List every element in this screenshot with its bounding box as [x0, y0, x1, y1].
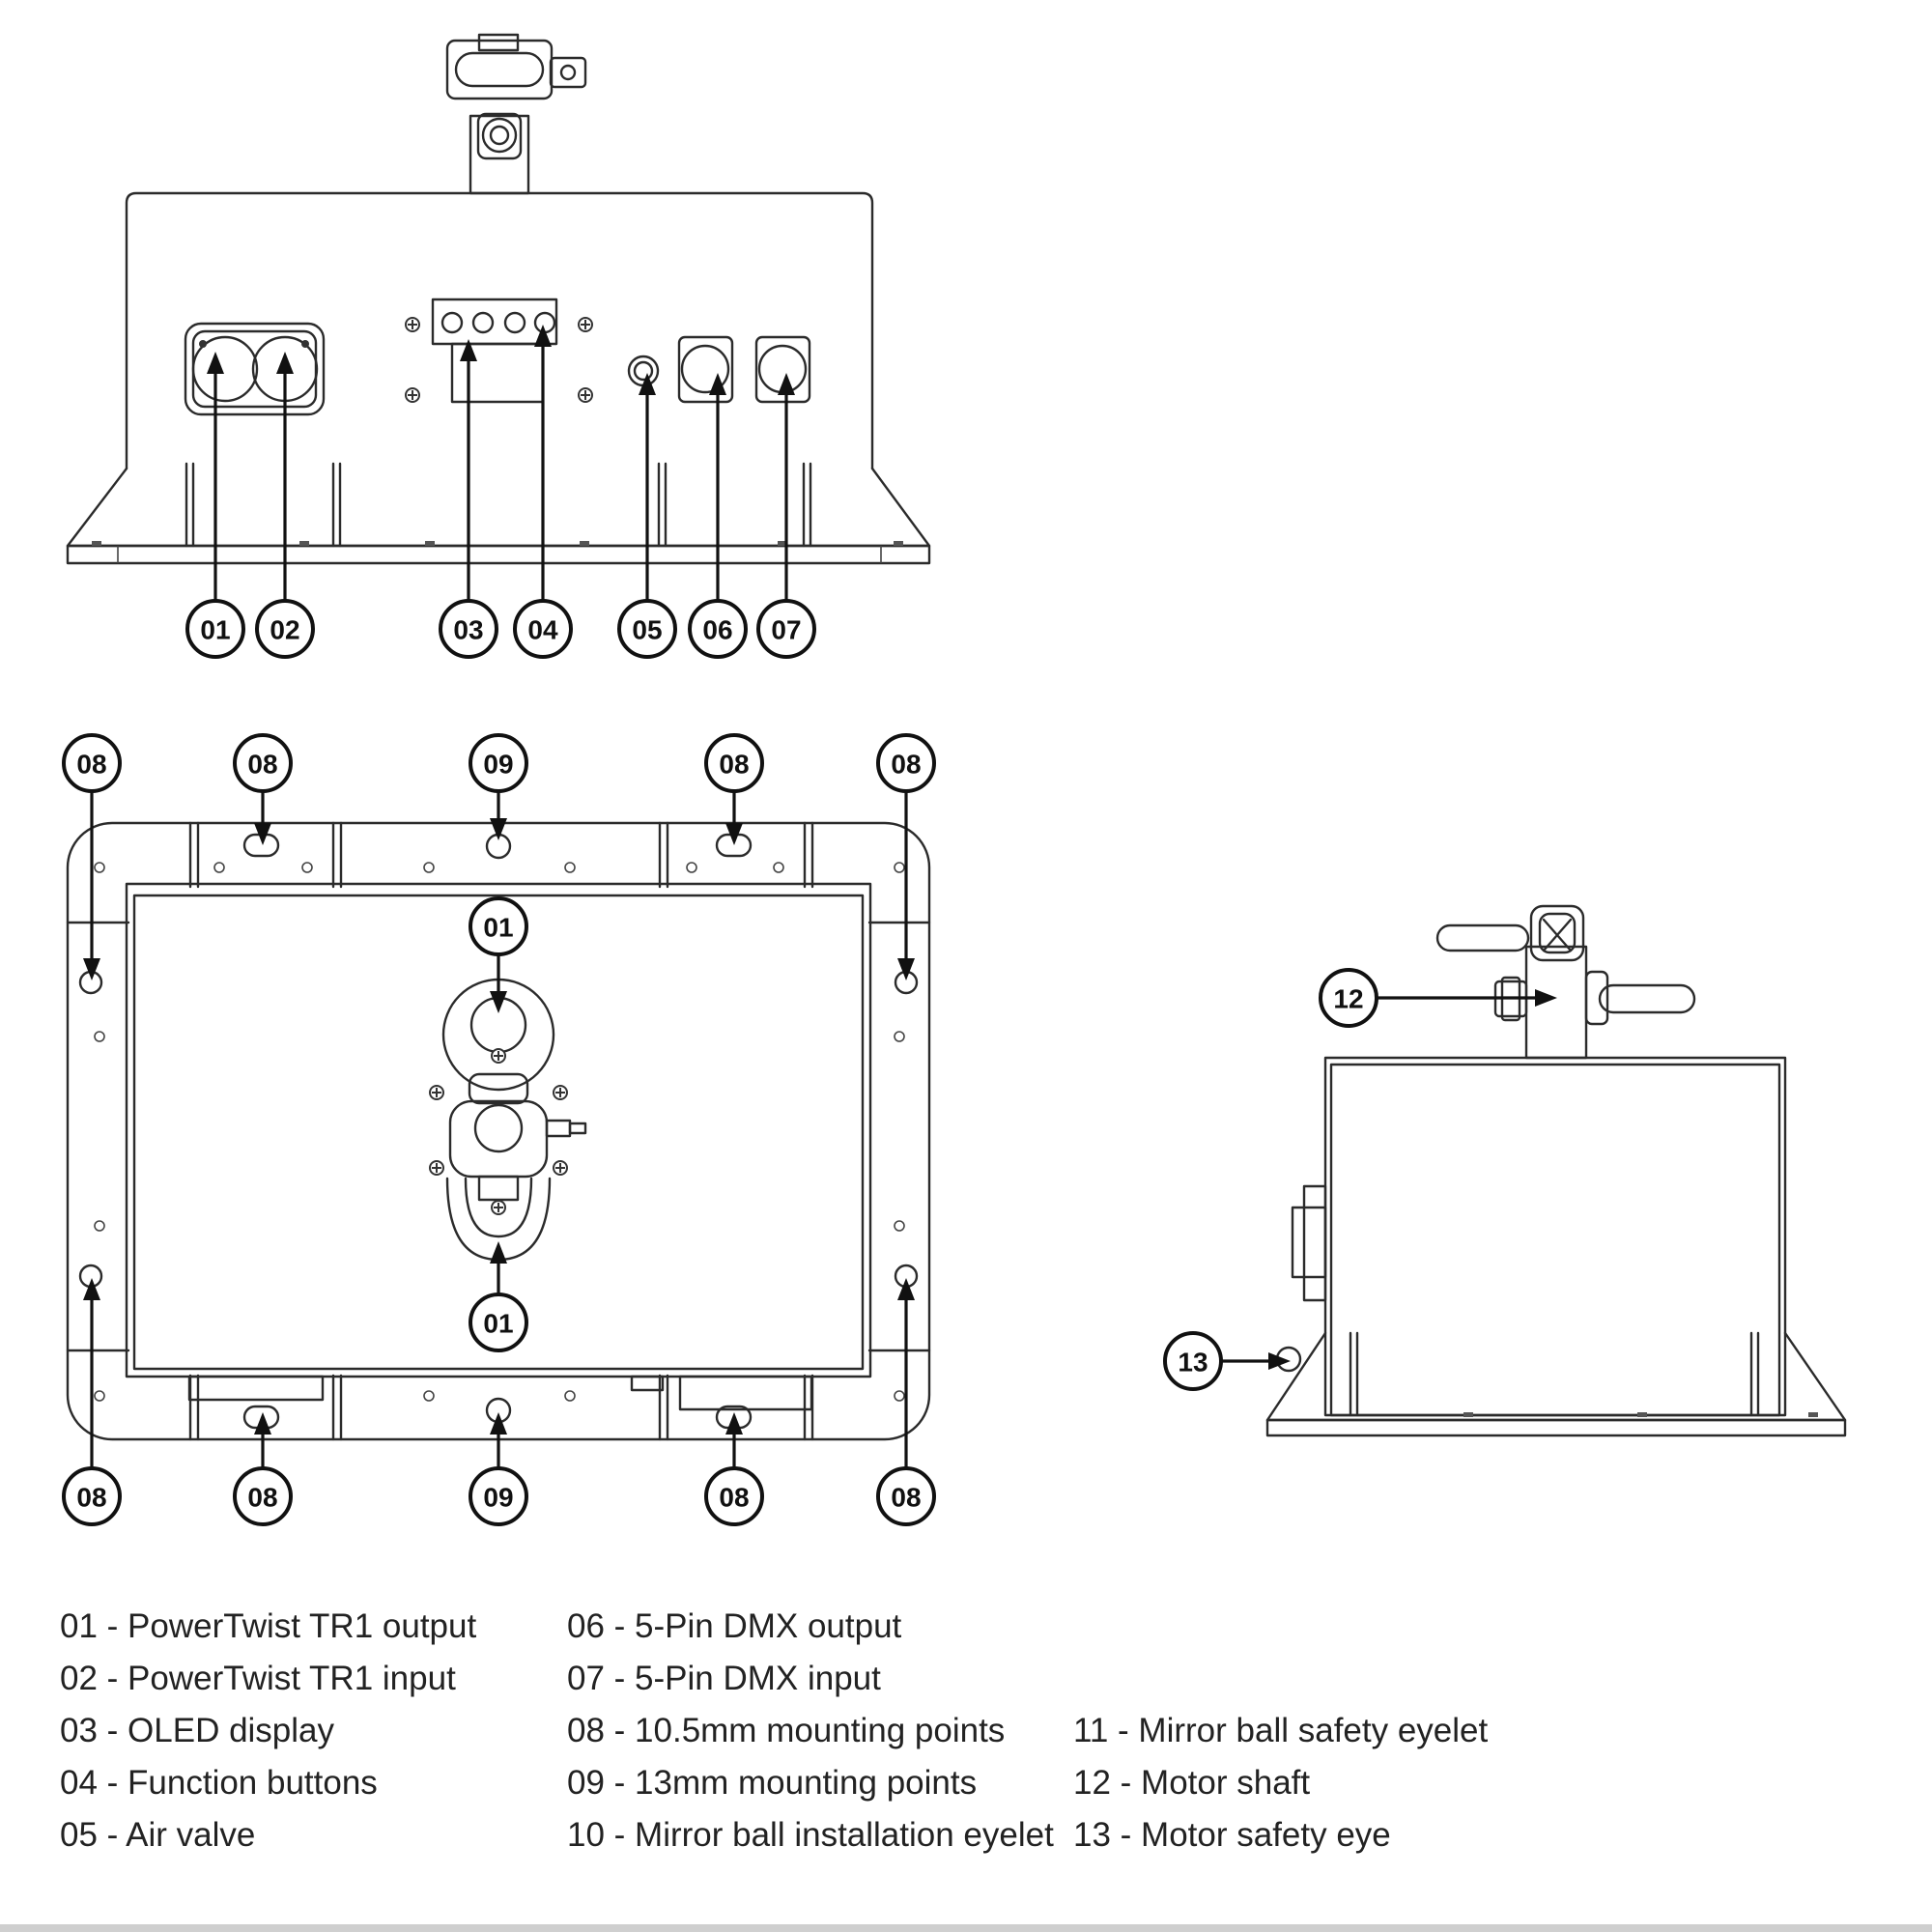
- svg-text:08: 08: [891, 750, 921, 780]
- svg-text:08: 08: [76, 1483, 106, 1513]
- svg-text:09: 09: [483, 1483, 513, 1513]
- callout-02-front: 02: [255, 599, 315, 659]
- callout-08-top-slot-right: 08: [704, 733, 764, 793]
- callout-01-lower: 01: [469, 1293, 528, 1352]
- svg-text:13: 13: [1178, 1348, 1208, 1378]
- callout-08-top-left: 08: [62, 733, 122, 793]
- callout-08-bottom-slot-left: 08: [233, 1466, 293, 1526]
- callout-06-front: 06: [688, 599, 748, 659]
- svg-text:08: 08: [891, 1483, 921, 1513]
- motor-shaft: [1435, 904, 1696, 1060]
- callout-07-front: 07: [756, 599, 816, 659]
- side-view: [1265, 904, 1847, 1437]
- callout-05-front: 05: [617, 599, 677, 659]
- svg-text:04: 04: [527, 615, 558, 645]
- callout-09-top: 09: [469, 733, 528, 793]
- svg-text:07: 07: [771, 615, 801, 645]
- air-valve: [627, 355, 660, 387]
- svg-text:02: 02: [270, 615, 299, 645]
- callout-08-bottom-right: 08: [876, 1466, 936, 1526]
- svg-text:01: 01: [200, 615, 230, 645]
- front-view: [66, 33, 931, 565]
- oled-display-panel: [405, 298, 593, 404]
- callout-04-front: 04: [513, 599, 573, 659]
- svg-text:09: 09: [483, 750, 513, 780]
- callout-08-bottom-slot-right: 08: [704, 1466, 764, 1526]
- svg-text:06: 06: [702, 615, 732, 645]
- leader-lines: [83, 325, 1557, 1468]
- mirror-ball-eyelet-assembly: [429, 978, 587, 1262]
- callout-08-top-right: 08: [876, 733, 936, 793]
- powertwist-connectors: [184, 322, 326, 416]
- svg-text:08: 08: [719, 750, 749, 780]
- svg-text:08: 08: [719, 1483, 749, 1513]
- page-divider: [0, 1924, 1932, 1932]
- callout-13-side: 13: [1163, 1331, 1223, 1391]
- svg-text:01: 01: [483, 913, 513, 943]
- front-top-eyelet: [445, 33, 587, 195]
- callout-08-bottom-left: 08: [62, 1466, 122, 1526]
- callout-09-bottom: 09: [469, 1466, 528, 1526]
- svg-text:01: 01: [483, 1309, 513, 1339]
- svg-text:08: 08: [247, 1483, 277, 1513]
- callout-03-front: 03: [439, 599, 498, 659]
- svg-text:03: 03: [453, 615, 483, 645]
- svg-text:08: 08: [247, 750, 277, 780]
- callout-01-front: 01: [185, 599, 245, 659]
- callout-12-side: 12: [1319, 968, 1378, 1028]
- svg-text:08: 08: [76, 750, 106, 780]
- callout-08-top-slot-left: 08: [233, 733, 293, 793]
- dmx-output-port: [677, 335, 734, 404]
- svg-text:12: 12: [1333, 984, 1363, 1014]
- callout-01-upper: 01: [469, 896, 528, 956]
- svg-text:05: 05: [632, 615, 662, 645]
